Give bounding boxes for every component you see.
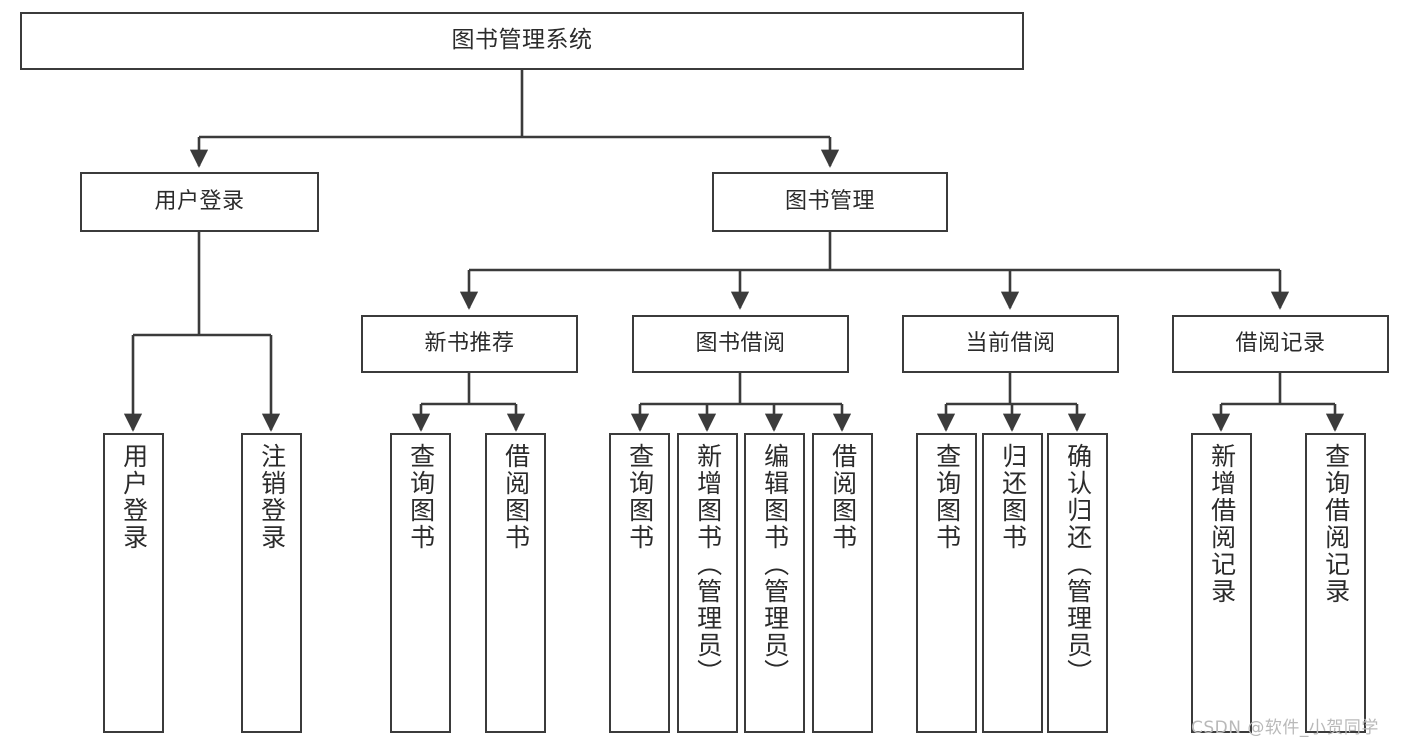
node-leaf-11[interactable]: 确认归还（管理员） <box>1047 433 1108 733</box>
node-user-login-label: 用户登录 <box>154 189 245 215</box>
node-user-login[interactable]: 用户登录 <box>80 172 319 232</box>
node-leaf-7[interactable]: 编辑图书（管理员） <box>744 433 805 733</box>
node-leaf-9-label: 查询图书 <box>932 443 962 551</box>
node-leaf-6[interactable]: 新增图书（管理员） <box>677 433 738 733</box>
node-leaf-8-label: 借阅图书 <box>828 443 858 551</box>
node-current-borrow[interactable]: 当前借阅 <box>902 315 1119 373</box>
node-leaf-10-label: 归还图书 <box>998 443 1028 551</box>
node-leaf-6-label: 新增图书（管理员） <box>693 443 723 686</box>
node-leaf-3-label: 查询图书 <box>406 443 436 551</box>
node-book-borrow[interactable]: 图书借阅 <box>632 315 849 373</box>
node-leaf-3[interactable]: 查询图书 <box>390 433 451 733</box>
node-borrow-record[interactable]: 借阅记录 <box>1172 315 1389 373</box>
node-leaf-11-label: 确认归还（管理员） <box>1063 443 1093 686</box>
node-leaf-13-label: 查询借阅记录 <box>1321 443 1351 605</box>
node-root[interactable]: 图书管理系统 <box>20 12 1024 70</box>
node-new-book-rec-label: 新书推荐 <box>424 331 515 357</box>
node-leaf-8[interactable]: 借阅图书 <box>812 433 873 733</box>
node-leaf-5-label: 查询图书 <box>625 443 655 551</box>
node-leaf-4-label: 借阅图书 <box>501 443 531 551</box>
node-leaf-9[interactable]: 查询图书 <box>916 433 977 733</box>
node-book-borrow-label: 图书借阅 <box>695 331 786 357</box>
node-book-manage[interactable]: 图书管理 <box>712 172 948 232</box>
node-borrow-record-label: 借阅记录 <box>1235 331 1326 357</box>
node-leaf-12-label: 新增借阅记录 <box>1207 443 1237 605</box>
node-leaf-5[interactable]: 查询图书 <box>609 433 670 733</box>
node-leaf-2[interactable]: 注销登录 <box>241 433 302 733</box>
node-book-manage-label: 图书管理 <box>784 189 875 215</box>
node-leaf-2-label: 注销登录 <box>257 443 287 551</box>
node-leaf-12[interactable]: 新增借阅记录 <box>1191 433 1252 733</box>
node-current-borrow-label: 当前借阅 <box>965 331 1056 357</box>
node-leaf-4[interactable]: 借阅图书 <box>485 433 546 733</box>
node-leaf-10[interactable]: 归还图书 <box>982 433 1043 733</box>
node-leaf-13[interactable]: 查询借阅记录 <box>1305 433 1366 733</box>
node-new-book-rec[interactable]: 新书推荐 <box>361 315 578 373</box>
node-leaf-7-label: 编辑图书（管理员） <box>760 443 790 686</box>
watermark: CSDN @软件_小贺同学 <box>1191 718 1379 738</box>
node-root-label: 图书管理系统 <box>451 27 593 54</box>
node-leaf-1-label: 用户登录 <box>119 443 149 551</box>
node-leaf-1[interactable]: 用户登录 <box>103 433 164 733</box>
